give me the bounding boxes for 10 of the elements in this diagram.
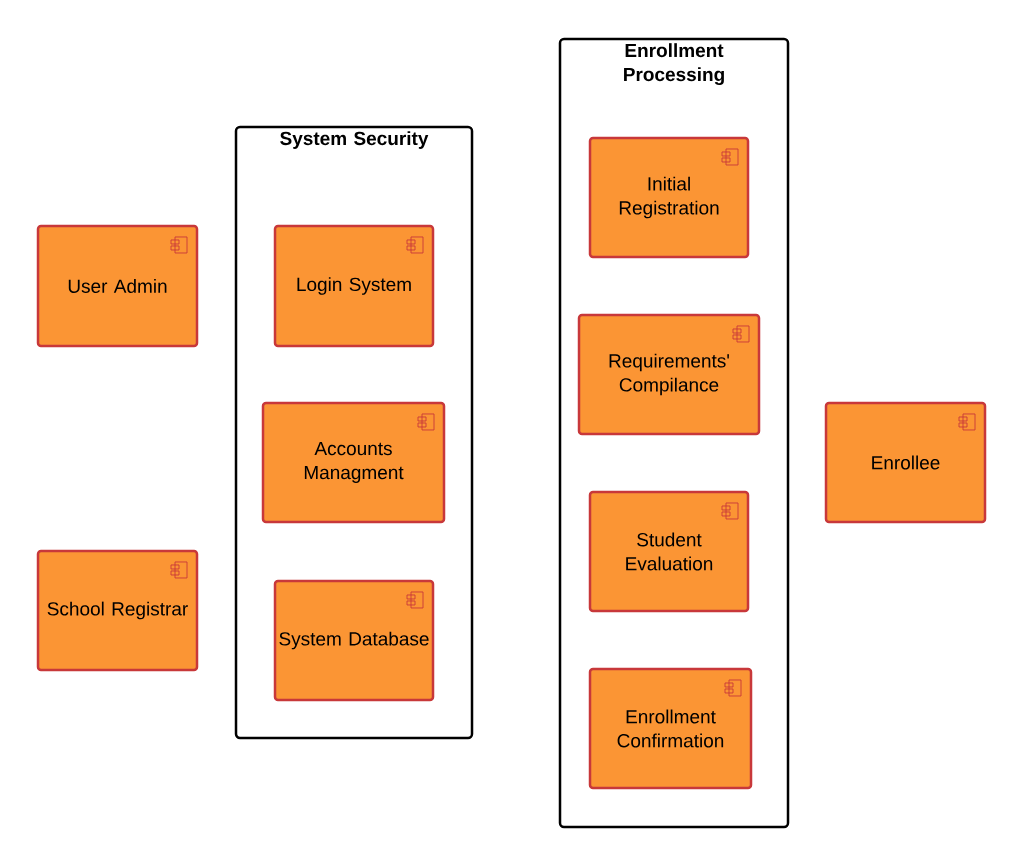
component-box: Student Evaluation — [588, 490, 750, 613]
component-box: User Admin — [36, 224, 199, 348]
component-box: System Database — [273, 579, 435, 702]
component-box: Accounts Managment — [261, 401, 446, 524]
component-box: Initial Registration — [588, 136, 750, 259]
component-box: Requirements' Compilance — [577, 313, 761, 436]
component-box: School Registrar — [36, 549, 199, 672]
component-box: Enrollee — [824, 401, 987, 524]
component-box: Enrollment Confirmation — [588, 667, 753, 790]
component-box: Login System — [273, 224, 435, 348]
